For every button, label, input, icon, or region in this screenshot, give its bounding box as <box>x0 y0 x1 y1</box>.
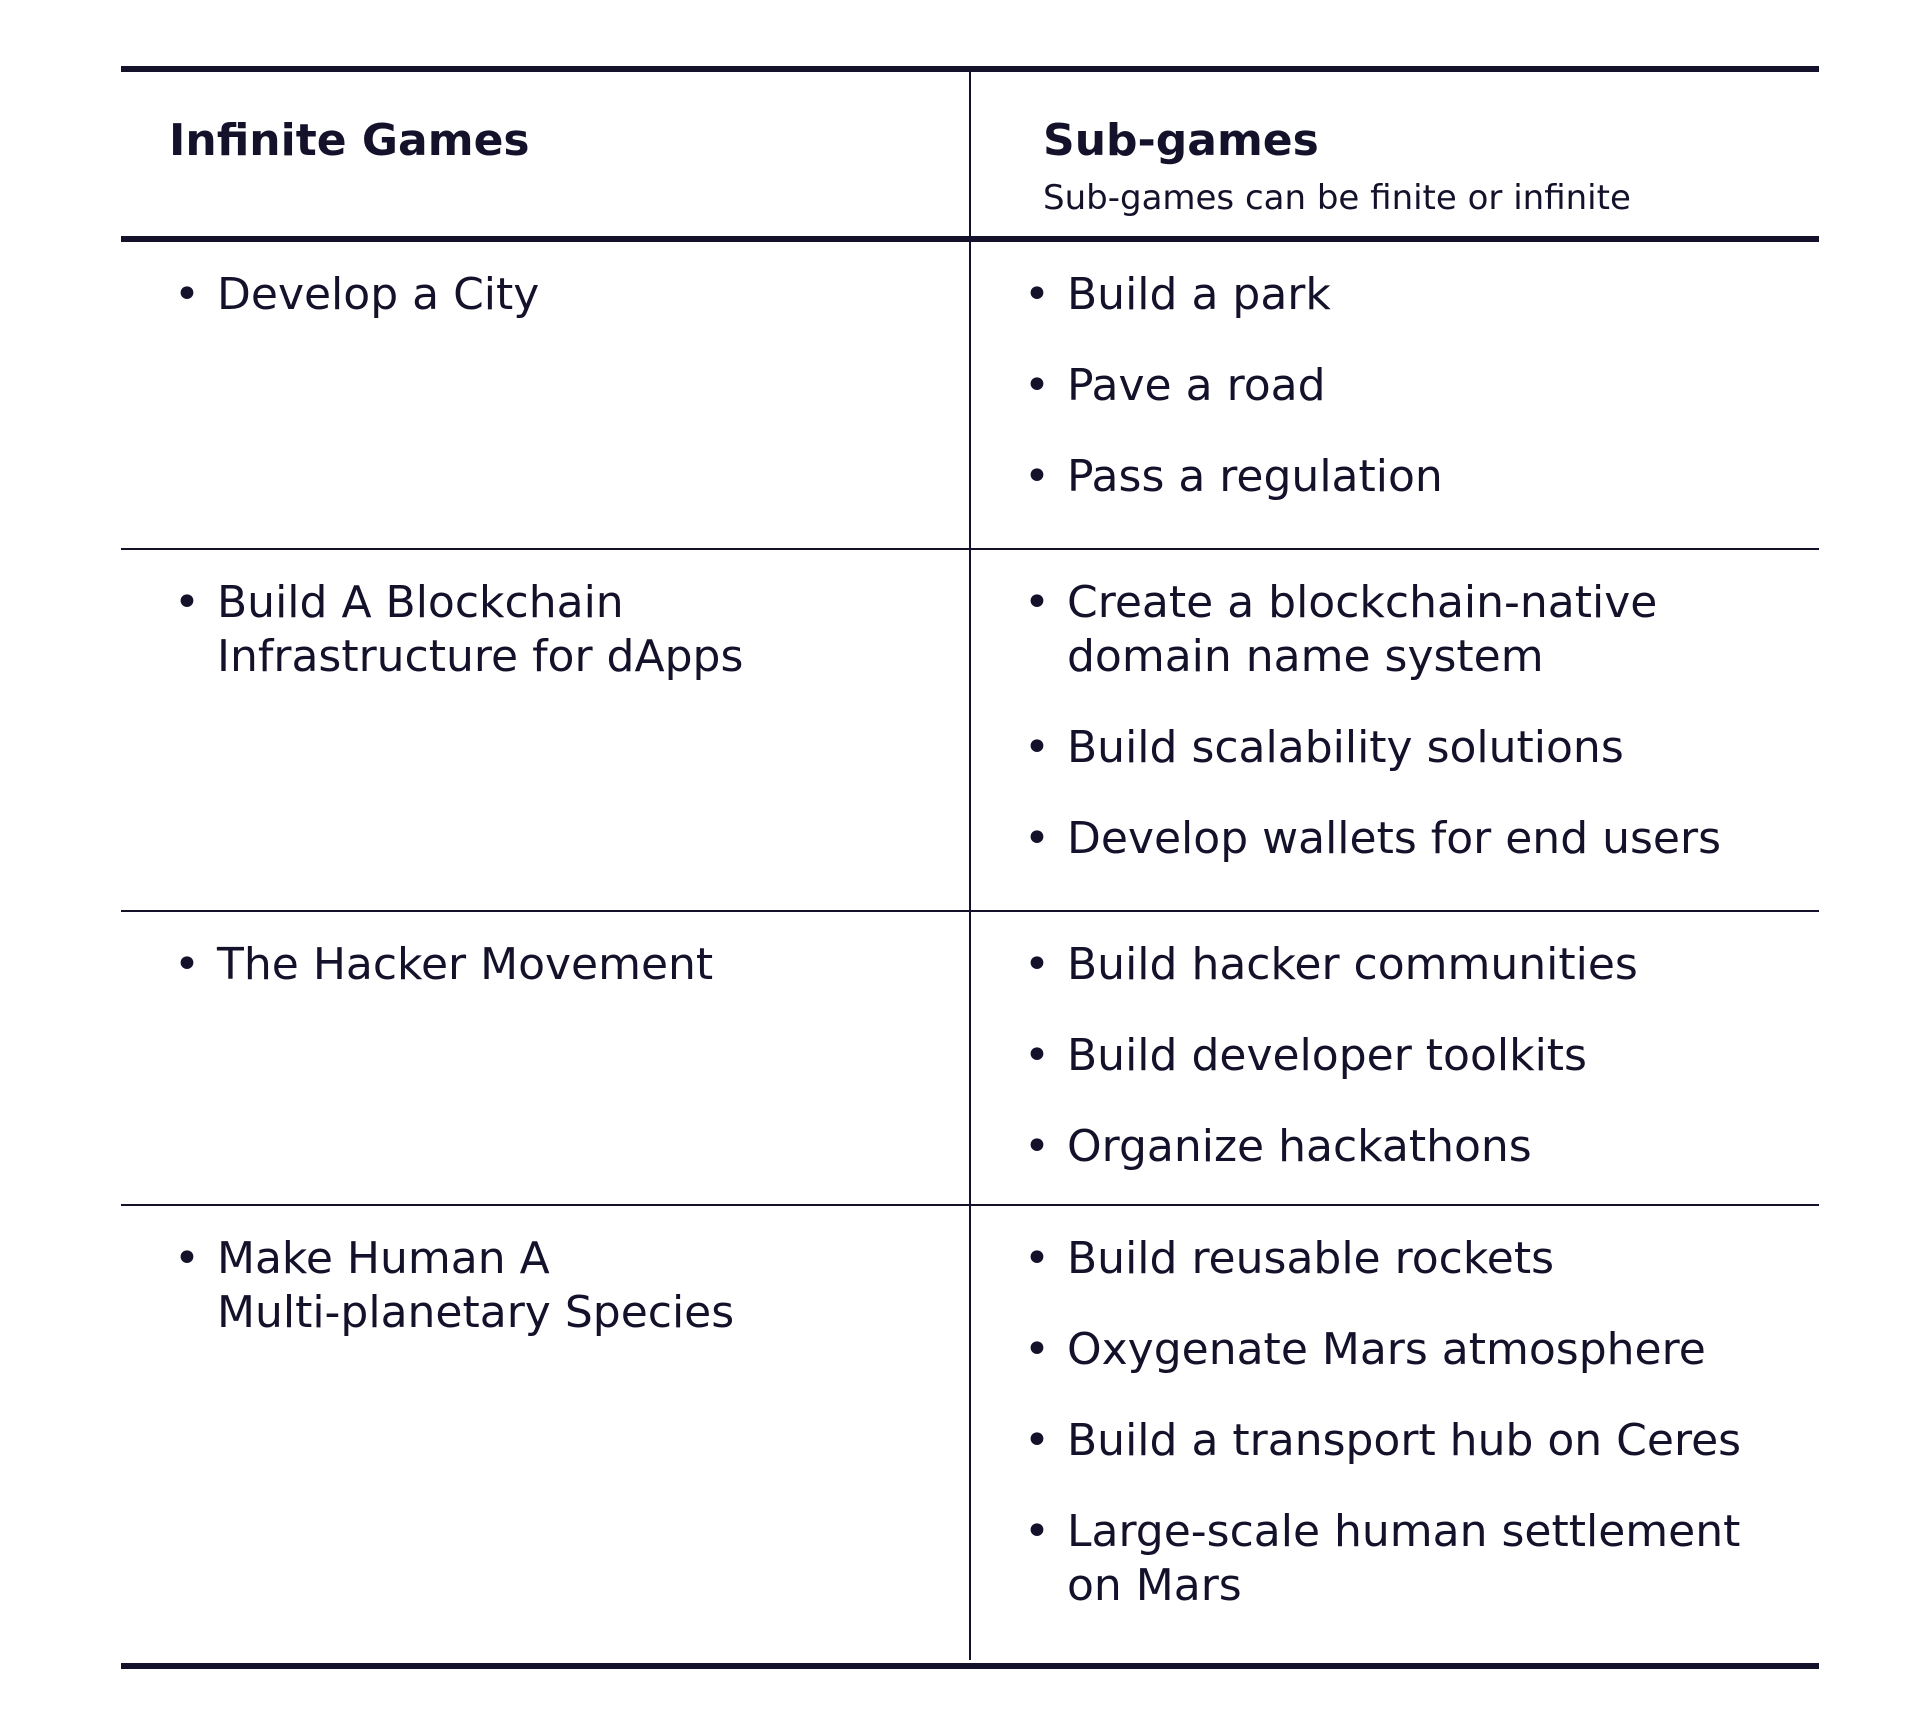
list-item: • Pave a road <box>1019 359 1819 413</box>
list-item: • Large-scale human settlement on Mars <box>1019 1505 1819 1613</box>
bullet-icon: • <box>1024 451 1050 502</box>
sub-game-label: Create a blockchain-native domain name s… <box>1067 577 1658 682</box>
list-item: • Build developer toolkits <box>1019 1029 1819 1083</box>
bullet-icon: • <box>174 939 200 990</box>
list-item: • Build hacker communities <box>1019 938 1819 992</box>
bullet-icon: • <box>1024 577 1050 628</box>
bullet-icon: • <box>1024 1121 1050 1172</box>
bullet-icon: • <box>1024 939 1050 990</box>
sub-games-list: • Create a blockchain-native domain name … <box>1019 576 1819 866</box>
infinite-game-label: The Hacker Movement <box>217 939 714 990</box>
bullet-icon: • <box>1024 1415 1050 1466</box>
infinite-game-list: • The Hacker Movement <box>169 938 969 992</box>
list-item: • Build scalability solutions <box>1019 721 1819 775</box>
infinite-game-cell: • Make Human A Multi-planetary Species <box>121 1206 971 1660</box>
row-divider <box>121 910 1819 912</box>
bullet-icon: • <box>174 1233 200 1284</box>
table-row: • Make Human A Multi-planetary Species • B… <box>121 1206 1819 1660</box>
infinite-game-label: Make Human A Multi-planetary Species <box>217 1233 735 1338</box>
bullet-icon: • <box>1024 1324 1050 1375</box>
bullet-icon: • <box>1024 1030 1050 1081</box>
sub-game-label: Pave a road <box>1067 360 1326 411</box>
table-row: • Build A Blockchain Infrastructure for d… <box>121 550 1819 910</box>
header-rule <box>121 236 1819 242</box>
list-item: • Create a blockchain-native domain name … <box>1019 576 1819 684</box>
list-item: • Build a transport hub on Ceres <box>1019 1414 1819 1468</box>
sub-game-label: Develop wallets for end users <box>1067 813 1722 864</box>
infinite-game-cell: • The Hacker Movement <box>121 912 971 1204</box>
sub-games-cell: • Build hacker communities • Build develop… <box>971 912 1819 1204</box>
table-row: • Develop a City • Build a park • Pave a ro… <box>121 242 1819 548</box>
sub-games-cell: • Build reusable rockets • Oxygenate Mars … <box>971 1206 1819 1660</box>
list-item: • Pass a regulation <box>1019 450 1819 504</box>
sub-game-label: Build developer toolkits <box>1067 1030 1587 1081</box>
infinite-game-cell: • Develop a City <box>121 242 971 548</box>
top-rule <box>121 66 1819 72</box>
sub-game-label: Large-scale human settlement on Mars <box>1067 1506 1741 1611</box>
bullet-icon: • <box>1024 1233 1050 1284</box>
sub-games-list: • Build a park • Pave a road • Pass a regul… <box>1019 268 1819 504</box>
list-item: • Build A Blockchain Infrastructure for d… <box>169 576 969 684</box>
list-item: • Develop a City <box>169 268 969 322</box>
bullet-icon: • <box>1024 722 1050 773</box>
table-row: • The Hacker Movement • Build hacker commu… <box>121 912 1819 1204</box>
infinite-game-label: Develop a City <box>217 269 540 320</box>
list-item: • Oxygenate Mars atmosphere <box>1019 1323 1819 1377</box>
bullet-icon: • <box>1024 1506 1050 1557</box>
bullet-icon: • <box>1024 813 1050 864</box>
sub-game-label: Pass a regulation <box>1067 451 1443 502</box>
infinite-game-list: • Develop a City <box>169 268 969 322</box>
sub-games-cell: • Build a park • Pave a road • Pass a regul… <box>971 242 1819 548</box>
sub-games-cell: • Create a blockchain-native domain name … <box>971 550 1819 910</box>
games-table: Infinite Games Sub-games Sub-games can b… <box>121 66 1819 1660</box>
list-item: • The Hacker Movement <box>169 938 969 992</box>
bullet-icon: • <box>174 269 200 320</box>
list-item: • Build reusable rockets <box>1019 1232 1819 1286</box>
column-title-sub-games: Sub-games <box>1043 115 1319 166</box>
sub-games-list: • Build reusable rockets • Oxygenate Mars … <box>1019 1232 1819 1613</box>
infinite-game-list: • Make Human A Multi-planetary Species <box>169 1232 969 1340</box>
row-divider <box>121 1204 1819 1206</box>
sub-game-label: Organize hackathons <box>1067 1121 1532 1172</box>
list-item: • Make Human A Multi-planetary Species <box>169 1232 969 1340</box>
infinite-game-cell: • Build A Blockchain Infrastructure for d… <box>121 550 971 910</box>
sub-game-label: Oxygenate Mars atmosphere <box>1067 1324 1706 1375</box>
header-row: Infinite Games Sub-games Sub-games can b… <box>121 72 1819 236</box>
row-divider <box>121 548 1819 550</box>
list-item: • Organize hackathons <box>1019 1120 1819 1174</box>
bottom-rule <box>121 1663 1819 1669</box>
sub-game-label: Build scalability solutions <box>1067 722 1624 773</box>
bullet-icon: • <box>174 577 200 628</box>
bullet-icon: • <box>1024 360 1050 411</box>
list-item: • Build a park <box>1019 268 1819 322</box>
header-cell-infinite-games: Infinite Games <box>121 72 971 236</box>
header-cell-sub-games: Sub-games Sub-games can be finite or inf… <box>971 72 1819 236</box>
sub-game-label: Build a transport hub on Ceres <box>1067 1415 1742 1466</box>
sub-game-label: Build a park <box>1067 269 1331 320</box>
column-subtitle-sub-games: Sub-games can be finite or infinite <box>1043 178 1631 218</box>
column-title-infinite-games: Infinite Games <box>169 115 530 166</box>
list-item: • Develop wallets for end users <box>1019 812 1819 866</box>
sub-game-label: Build reusable rockets <box>1067 1233 1555 1284</box>
sub-games-list: • Build hacker communities • Build develop… <box>1019 938 1819 1174</box>
sub-game-label: Build hacker communities <box>1067 939 1638 990</box>
bullet-icon: • <box>1024 269 1050 320</box>
infinite-game-label: Build A Blockchain Infrastructure for dA… <box>217 577 744 682</box>
infinite-game-list: • Build A Blockchain Infrastructure for d… <box>169 576 969 684</box>
